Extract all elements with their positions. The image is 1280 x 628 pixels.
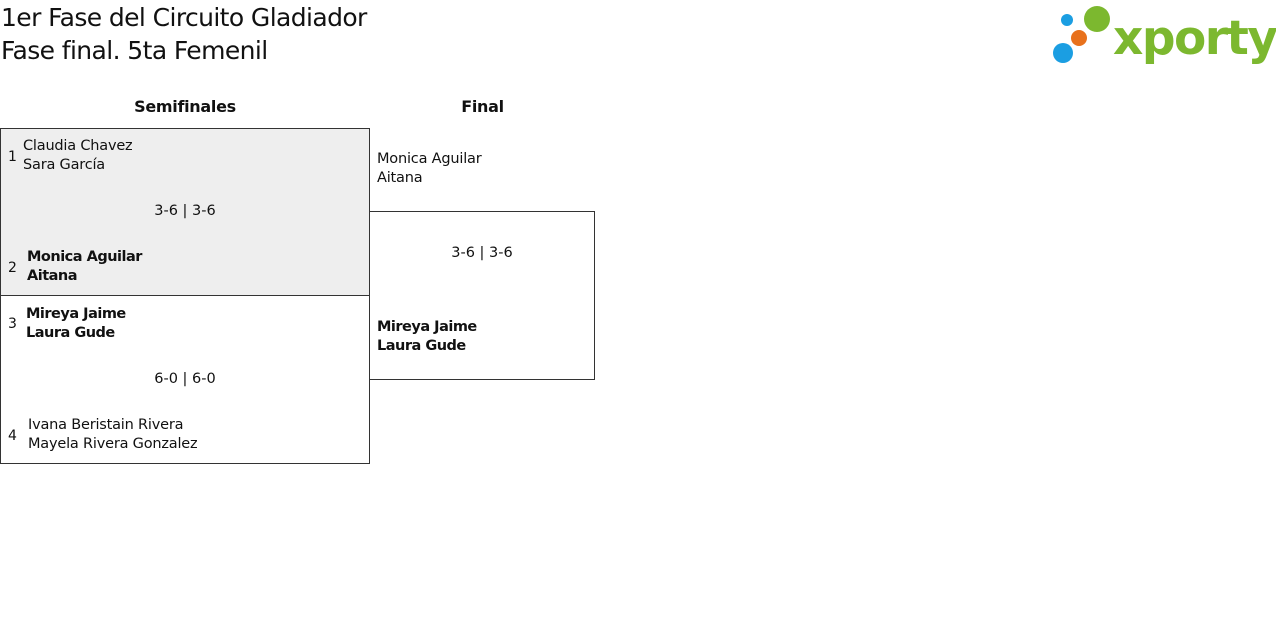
page-title: 1er Fase del Circuito Gladiador [1, 3, 367, 32]
final-team-top[interactable]: Monica Aguilar Aitana [377, 150, 482, 188]
logo-text: xporty [1113, 11, 1276, 66]
round-title-semifinals: Semifinales [134, 97, 236, 116]
match-score: 3-6 | 3-6 [154, 203, 216, 219]
semifinal-2-match[interactable]: 3 Mireya Jaime Laura Gude 6-0 | 6-0 4 Iv… [0, 295, 370, 464]
team-top[interactable]: Claudia Chavez Sara García [23, 137, 133, 175]
player-name: Mireya Jaime [26, 306, 126, 322]
player-name: Mireya Jaime [377, 319, 477, 335]
xporty-logo: xporty [1053, 6, 1276, 66]
player-name: Laura Gude [26, 325, 115, 341]
seed-number: 1 [8, 149, 17, 165]
seed-number: 3 [8, 316, 17, 332]
player-name: Aitana [377, 170, 423, 186]
logo-dot-blue-large [1053, 43, 1073, 63]
round-title-final: Final [461, 97, 504, 116]
seed-number: 4 [8, 428, 17, 444]
player-name: Aitana [27, 268, 78, 284]
logo-dot-orange [1071, 30, 1087, 46]
final-team-bottom-winner[interactable]: Mireya Jaime Laura Gude [377, 318, 477, 356]
page-subtitle: Fase final. 5ta Femenil [1, 36, 268, 65]
seed-number: 2 [8, 260, 17, 276]
final-match[interactable]: 3-6 | 3-6 Mireya Jaime Laura Gude [369, 211, 595, 380]
logo-dot-green [1084, 6, 1110, 32]
match-score: 6-0 | 6-0 [154, 371, 216, 387]
player-name: Ivana Beristain Rivera [28, 417, 184, 433]
player-name: Sara García [23, 157, 105, 173]
player-name: Claudia Chavez [23, 138, 133, 154]
match-score: 3-6 | 3-6 [451, 245, 513, 261]
player-name: Monica Aguilar [377, 151, 482, 167]
player-name: Laura Gude [377, 338, 466, 354]
logo-dot-blue-small [1061, 14, 1073, 26]
semifinal-1-match[interactable]: 1 Claudia Chavez Sara García 3-6 | 3-6 2… [0, 128, 370, 296]
team-top-winner[interactable]: Mireya Jaime Laura Gude [26, 305, 126, 343]
player-name: Mayela Rivera Gonzalez [28, 436, 198, 452]
player-name: Monica Aguilar [27, 249, 142, 265]
team-bottom[interactable]: Ivana Beristain Rivera Mayela Rivera Gon… [28, 416, 198, 454]
team-bottom-winner[interactable]: Monica Aguilar Aitana [27, 248, 142, 286]
